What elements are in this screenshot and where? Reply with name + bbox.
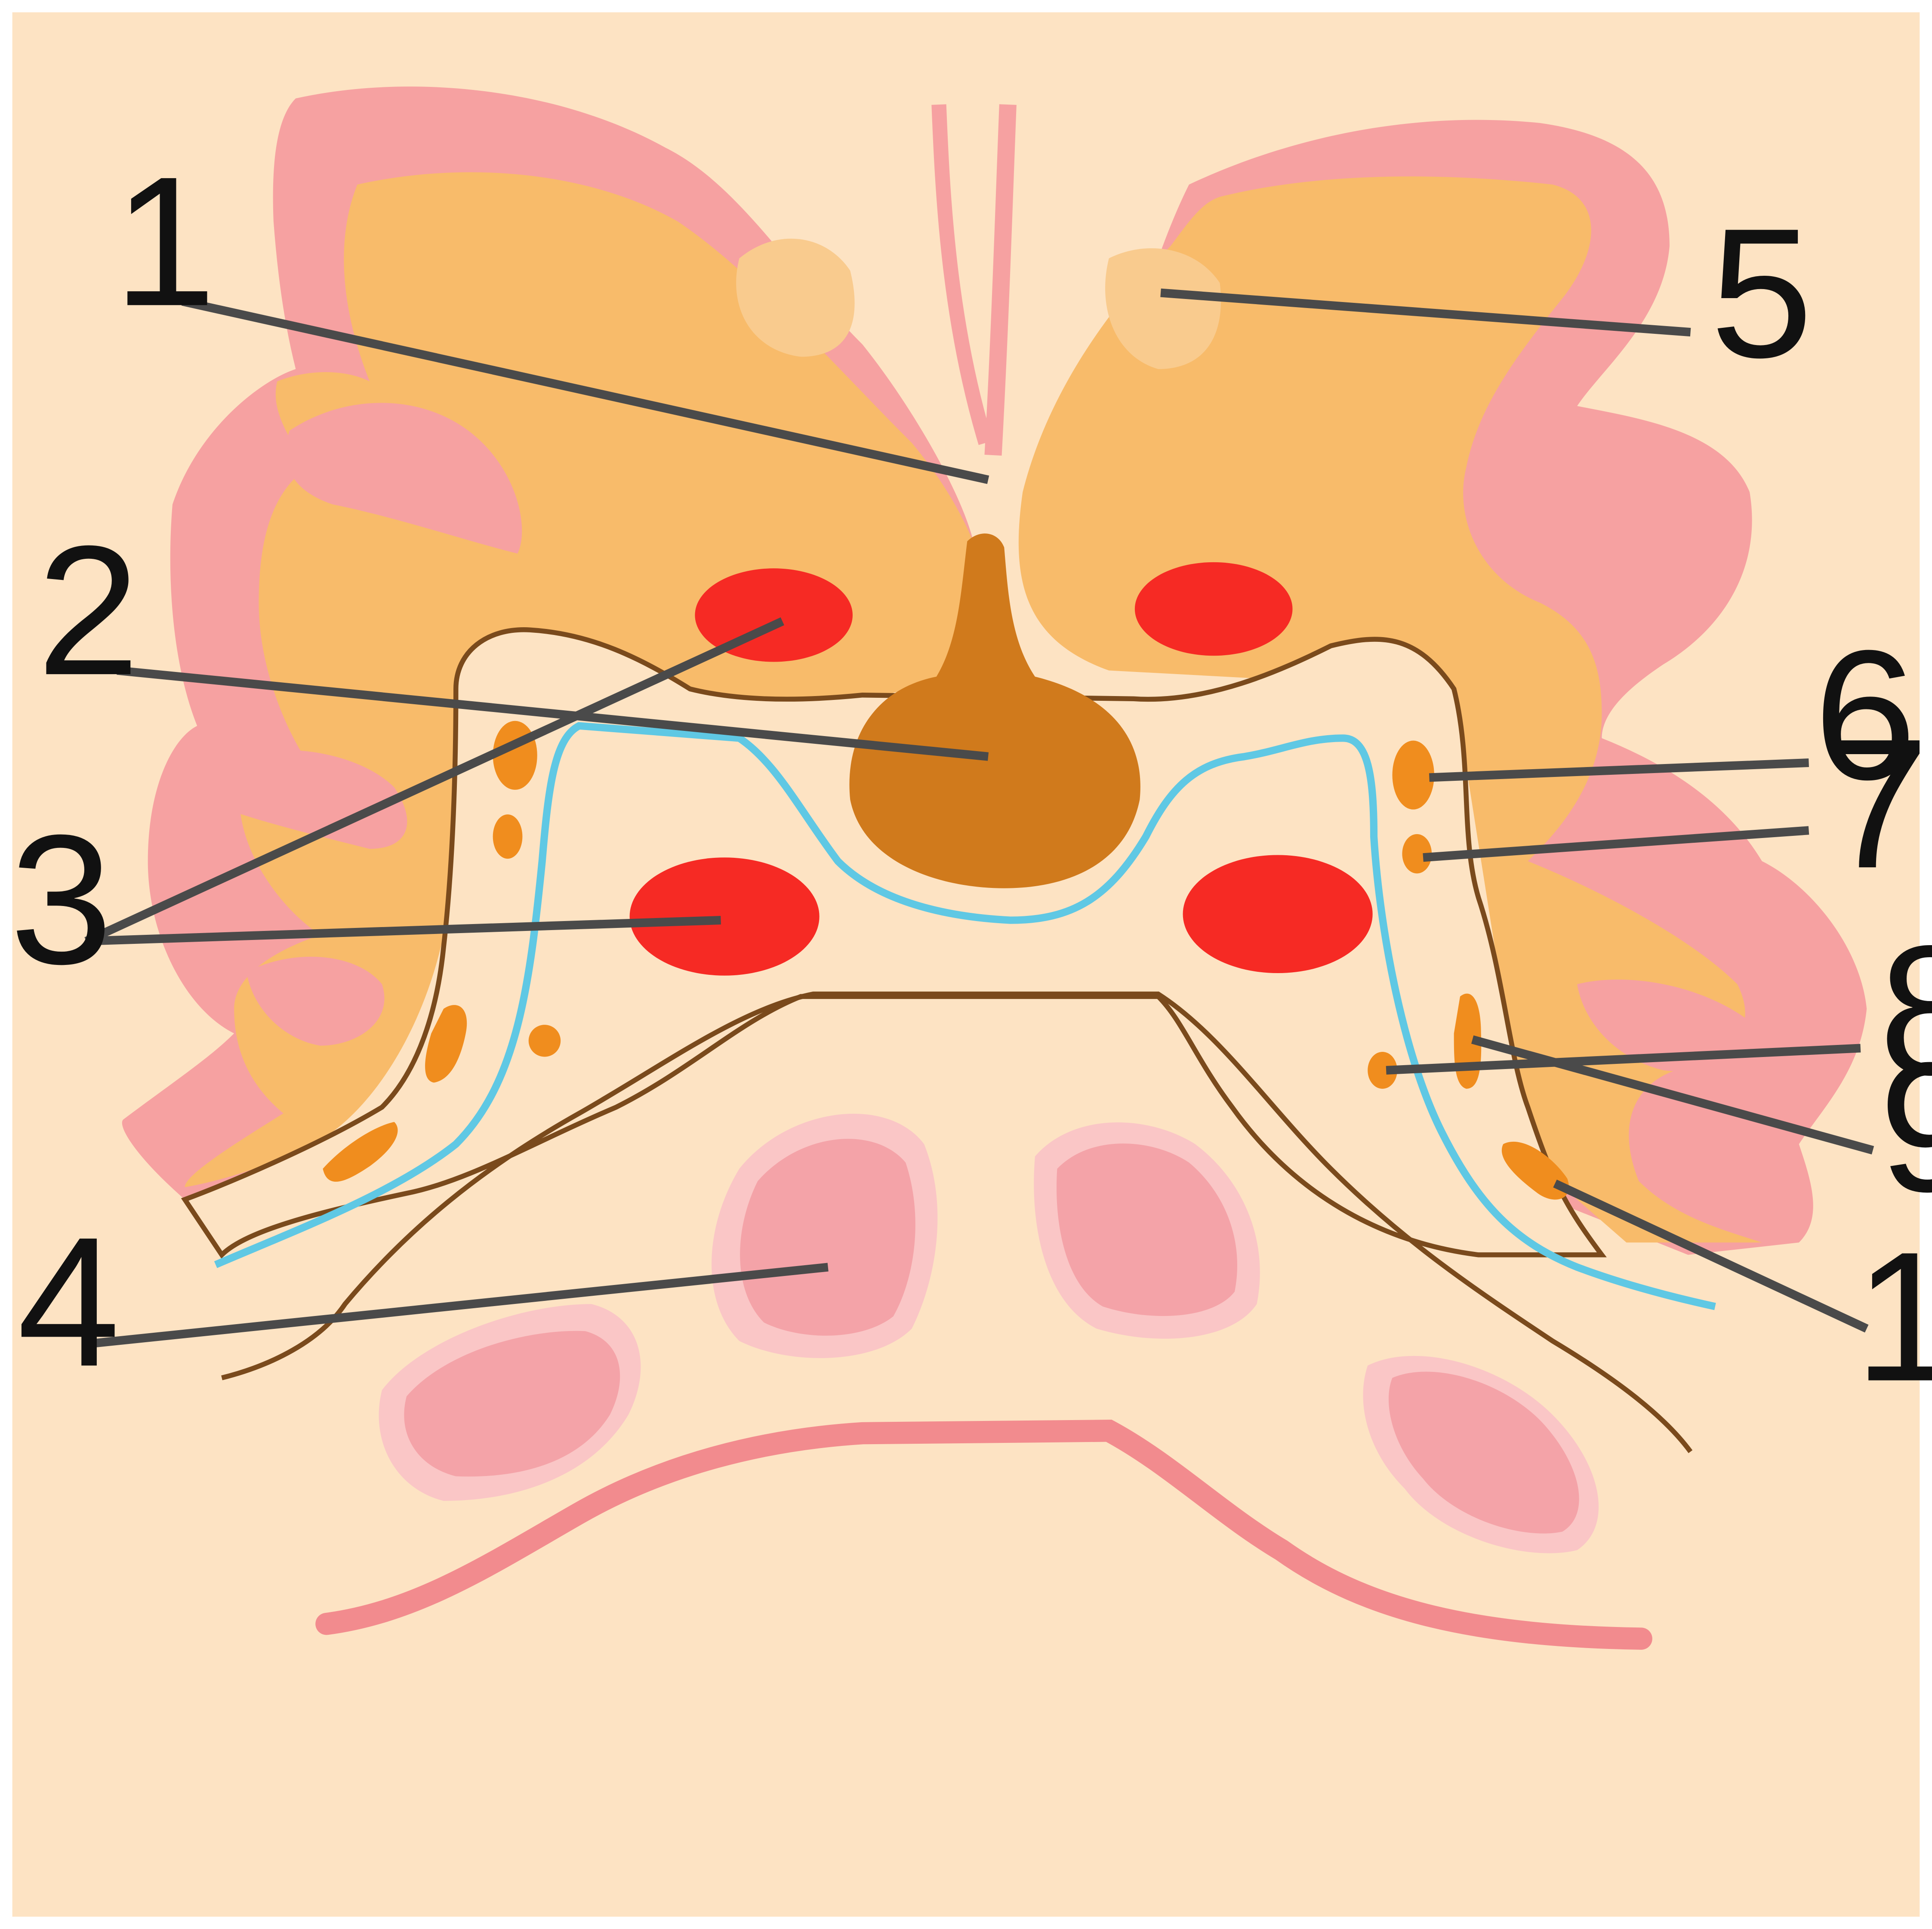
left-nerve-2	[493, 814, 523, 859]
left-lower-artery	[630, 857, 820, 976]
label-10: 10	[1855, 1213, 1932, 1420]
right-upper-artery	[1135, 562, 1293, 656]
right-nerve-6	[1392, 741, 1434, 810]
label-2: 2	[37, 507, 140, 713]
right-lower-artery	[1183, 855, 1373, 973]
label-1: 1	[114, 138, 216, 345]
label-3: 3	[10, 796, 113, 1002]
label-7: 7	[1826, 700, 1929, 906]
label-5: 5	[1710, 190, 1813, 396]
label-4: 4	[17, 1199, 120, 1405]
left-nerve-4	[529, 1025, 561, 1057]
label-9: 9	[1879, 1023, 1932, 1230]
